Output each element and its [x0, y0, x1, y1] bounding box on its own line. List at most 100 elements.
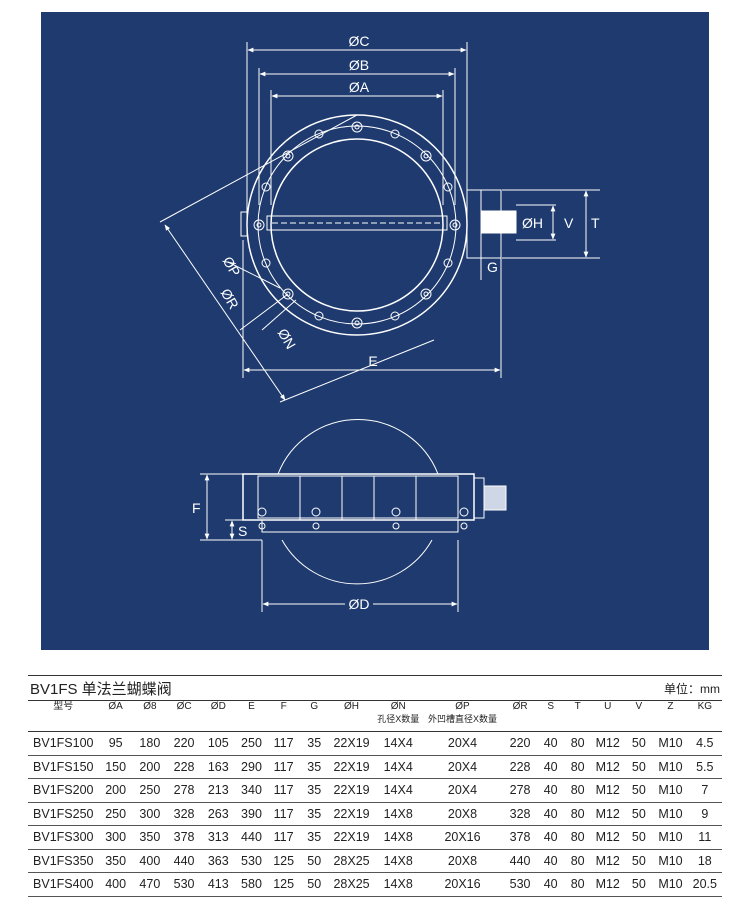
- table-cell: 95: [98, 731, 133, 756]
- table-cell: 278: [502, 778, 538, 803]
- table-cell: 20X16: [422, 825, 503, 850]
- table-cell: 117: [267, 802, 300, 826]
- table-cell: 40: [537, 825, 565, 850]
- table-cell: 14X8: [374, 872, 423, 897]
- column-header: 型号: [28, 700, 99, 732]
- column-header-label: ØA: [108, 701, 123, 712]
- table-cell: 20X4: [422, 778, 503, 803]
- table-cell: 363: [201, 849, 236, 873]
- table-cell: M10: [653, 802, 688, 826]
- table-cell: 313: [201, 825, 236, 850]
- column-header-label: ØR: [512, 701, 528, 712]
- column-header: G: [299, 700, 329, 732]
- table-cell: 105: [201, 731, 236, 756]
- table-cell: 328: [166, 802, 202, 826]
- table-cell: 530: [502, 872, 538, 897]
- column-header: F: [267, 700, 300, 732]
- table-cell: M12: [591, 778, 625, 803]
- table-cell: 300: [132, 802, 167, 826]
- table-cell: 470: [132, 872, 167, 897]
- table-cell: 340: [235, 778, 268, 803]
- table-cell: 22X19: [328, 731, 375, 756]
- label-s: S: [238, 523, 247, 539]
- table-cell: 22X19: [328, 778, 375, 803]
- column-header-label: Ø8: [143, 701, 157, 712]
- label-v: V: [564, 215, 574, 231]
- column-header: T: [564, 700, 592, 732]
- column-header: V: [624, 700, 654, 732]
- model-cell: BV1FS300: [28, 825, 99, 850]
- table-cell: 328: [502, 802, 538, 826]
- model-cell: BV1FS250: [28, 802, 99, 826]
- table-cell: 250: [132, 778, 167, 803]
- disc-band: [266, 215, 448, 231]
- table-cell: 28X25: [328, 872, 375, 897]
- column-header: S: [537, 700, 565, 732]
- table-cell: 14X8: [374, 802, 423, 826]
- column-header-label: U: [604, 701, 612, 712]
- column-header-label: S: [547, 701, 554, 712]
- table-cell: 50: [299, 849, 329, 873]
- table-cell: 117: [267, 755, 300, 779]
- label-e: E: [368, 353, 377, 369]
- column-header-label: F: [280, 701, 287, 712]
- table-cell: 40: [537, 731, 565, 756]
- table-cell: M10: [653, 778, 688, 803]
- table-cell: 14X4: [374, 755, 423, 779]
- table-cell: 5.5: [687, 755, 722, 779]
- column-header: ØR: [502, 700, 538, 732]
- label-t: T: [591, 215, 600, 231]
- label-f: F: [192, 500, 201, 516]
- table-cell: M12: [591, 825, 625, 850]
- table-cell: 22X19: [328, 755, 375, 779]
- table-cell: 200: [98, 778, 133, 803]
- column-header-label: E: [248, 701, 255, 712]
- table-cell: 150: [98, 755, 133, 779]
- table-cell: 18: [687, 849, 722, 873]
- table-cell: 14X4: [374, 778, 423, 803]
- table-cell: 50: [624, 825, 654, 850]
- table-cell: 440: [502, 849, 538, 873]
- table-cell: 4.5: [687, 731, 722, 756]
- table-cell: 400: [132, 849, 167, 873]
- table-cell: 125: [267, 872, 300, 897]
- table-cell: 11: [687, 825, 722, 850]
- column-header-label: 型号: [53, 701, 74, 712]
- column-header-label: ØP: [455, 701, 470, 712]
- table-cell: 20X8: [422, 849, 503, 873]
- table-cell: M12: [591, 849, 625, 873]
- table-cell: 14X8: [374, 825, 423, 850]
- column-header-label: Z: [667, 701, 674, 712]
- column-header-label: ØC: [176, 701, 192, 712]
- column-header-label: ØN: [390, 701, 406, 712]
- table-cell: M10: [653, 825, 688, 850]
- table-cell: 14X8: [374, 849, 423, 873]
- column-header: Ø8: [132, 700, 167, 732]
- table-cell: 580: [235, 872, 268, 897]
- technical-drawing: ØC ØB ØA ØH V T G ØP ØR ØN E F S ØD: [41, 12, 709, 650]
- column-header-label: T: [574, 701, 581, 712]
- column-header: U: [591, 700, 625, 732]
- label-dia-b: ØB: [349, 57, 369, 73]
- table-cell: 117: [267, 825, 300, 850]
- table-cell: M10: [653, 731, 688, 756]
- label-g: G: [487, 259, 498, 275]
- table-cell: 390: [235, 802, 268, 826]
- table-cell: 20X4: [422, 755, 503, 779]
- label-dia-d: ØD: [349, 596, 370, 612]
- table-cell: 20X16: [422, 872, 503, 897]
- table-cell: 117: [267, 778, 300, 803]
- table-cell: 220: [166, 731, 202, 756]
- model-cell: BV1FS100: [28, 731, 99, 756]
- table-cell: 228: [502, 755, 538, 779]
- table-cell: 50: [624, 872, 654, 897]
- column-header-label: G: [310, 701, 319, 712]
- column-header: E: [235, 700, 268, 732]
- table-cell: 20X4: [422, 731, 503, 756]
- table-cell: 163: [201, 755, 236, 779]
